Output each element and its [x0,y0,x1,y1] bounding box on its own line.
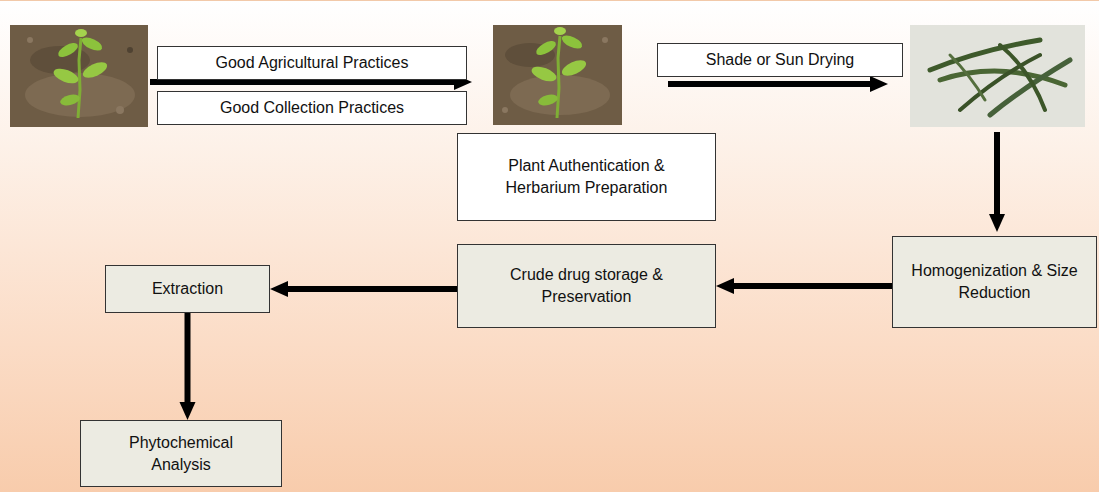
practice-box: Good Agricultural Practices [157,46,467,80]
seedling-photo [10,25,148,127]
box-text: Good Collection Practices [220,97,404,119]
step-label-box: Shade or Sun Drying [657,43,903,77]
note-box: Plant Authentication & Herbarium Prepara… [457,133,716,221]
dried-pods-photo [910,25,1085,127]
flow-arrow [180,313,196,420]
box-text: Extraction [152,278,223,300]
practice-box: Good Collection Practices [157,91,467,125]
process-arrow [668,76,888,92]
box-text: Good Agricultural Practices [216,52,409,74]
box-text: Phytochemical Analysis [111,432,251,475]
top-rule [0,0,1099,1]
process-arrow [989,132,1005,232]
flow-arrow [270,281,457,297]
process-box: Extraction [105,265,270,313]
box-text: Plant Authentication & Herbarium Prepara… [502,155,671,198]
box-text: Crude drug storage & Preservation [498,264,675,307]
process-box: Crude drug storage & Preservation [457,244,716,328]
box-text: Homogenization & Size Reduction [905,260,1084,303]
box-text: Shade or Sun Drying [706,49,855,71]
process-box: Homogenization & Size Reduction [892,236,1097,328]
process-box: Phytochemical Analysis [80,420,282,487]
flow-arrow [716,278,892,294]
plant-photo [493,25,622,125]
